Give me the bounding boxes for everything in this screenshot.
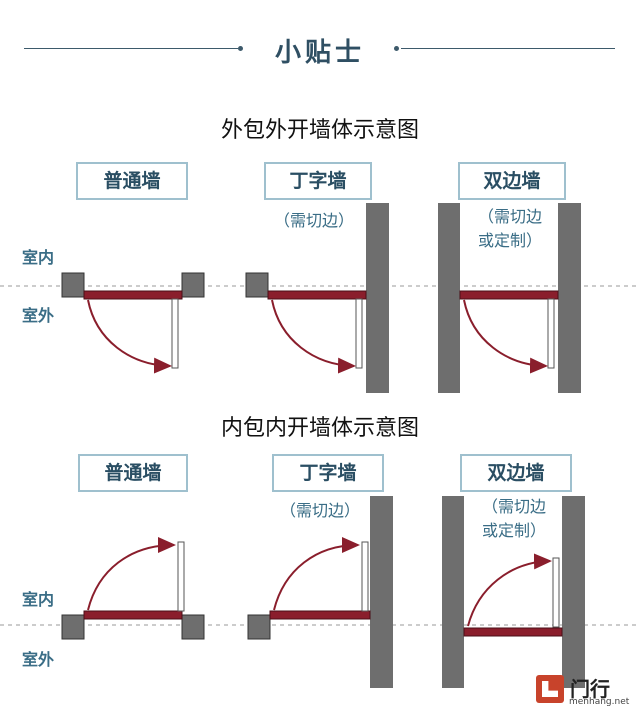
- bottom-ordinary-swing-arc: [87, 537, 176, 611]
- bottom-t-swing-arc: [273, 537, 360, 611]
- top-label-t: 丁字墙: [264, 162, 372, 200]
- bottom-note-t: （需切边）: [279, 501, 360, 520]
- bottom-ordinary-wall-right: [181, 614, 205, 640]
- top-t-wall-main: [366, 203, 389, 393]
- top-t-wall-stub: [245, 272, 269, 298]
- bottom-ordinary-door-leaf: [177, 541, 185, 612]
- top-note-double-2: 或定制）: [477, 231, 542, 250]
- bottom-label-t: 丁字墙: [272, 454, 384, 492]
- top-note-t: （需切边）: [273, 211, 354, 230]
- top-double-door-leaf: [547, 298, 555, 369]
- logo-mark-icon: [536, 675, 564, 703]
- top-note-double-1: （需切边: [477, 207, 542, 226]
- top-label-ordinary: 普通墙: [76, 162, 188, 200]
- top-t-swing-arc: [271, 299, 356, 374]
- bottom-double-frame: [463, 627, 563, 637]
- top-ordinary-wall-left: [61, 272, 85, 298]
- bottom-double-wall-right: [562, 496, 585, 688]
- bottom-double-swing-arc: [467, 553, 552, 627]
- bottom-note-double-2: 或定制）: [481, 521, 546, 540]
- header-dot-left: [238, 46, 243, 51]
- top-double-wall-left: [438, 203, 460, 393]
- top-side-inside: 室内: [22, 248, 55, 267]
- bottom-t-frame: [269, 610, 371, 620]
- bottom-double-door-leaf: [552, 557, 560, 628]
- top-side-outside: 室外: [22, 306, 55, 325]
- bottom-ordinary-wall-left: [61, 614, 85, 640]
- top-double-swing-arc: [463, 299, 548, 374]
- tips-heading: 小贴士: [274, 38, 365, 68]
- top-label-double: 双边墙: [458, 162, 566, 200]
- header-rule-right: [401, 48, 615, 49]
- top-ordinary-wall-right: [181, 272, 205, 298]
- bottom-ordinary-frame: [83, 610, 183, 620]
- bottom-side-inside: 室内: [22, 590, 55, 609]
- top-double-wall-right: [558, 203, 581, 393]
- top-double-frame: [459, 290, 559, 300]
- bottom-t-wall-main: [370, 496, 393, 688]
- top-t-frame: [267, 290, 367, 300]
- top-section-title: 外包外开墙体示意图: [220, 118, 419, 143]
- top-ordinary-frame: [83, 290, 183, 300]
- top-ordinary-swing-arc: [87, 299, 172, 374]
- header-dot-right: [394, 46, 399, 51]
- top-ordinary-door-leaf: [171, 298, 179, 369]
- top-t-door-leaf: [355, 298, 363, 369]
- logo-name: 门行: [570, 677, 610, 701]
- bottom-label-double: 双边墙: [460, 454, 572, 492]
- bottom-t-wall-stub: [247, 614, 271, 640]
- bottom-t-door-leaf: [361, 541, 369, 612]
- header-rule-left: [24, 48, 238, 49]
- bottom-label-ordinary: 普通墙: [78, 454, 188, 492]
- bottom-note-double-1: （需切边: [481, 497, 546, 516]
- bottom-double-wall-left: [442, 496, 464, 688]
- logo-url: menhang.net: [569, 697, 630, 707]
- bottom-section-title: 内包内开墙体示意图: [220, 416, 419, 441]
- site-logo: 门行 menhang.net: [536, 673, 630, 711]
- bottom-side-outside: 室外: [22, 650, 55, 669]
